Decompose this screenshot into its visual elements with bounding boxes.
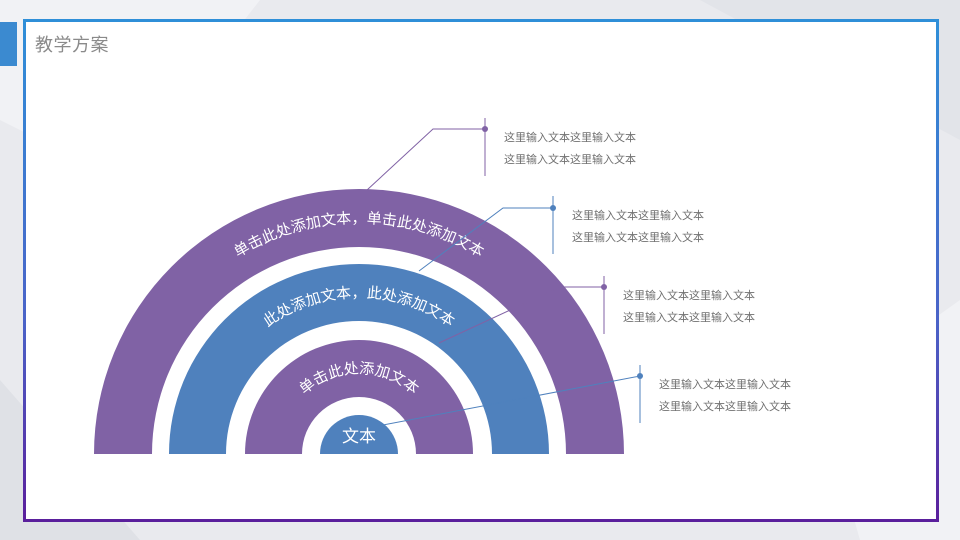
page-title: 教学方案 (35, 35, 109, 56)
note-text-2-2: 这里输入文本这里输入文本 (572, 231, 704, 244)
note-text-1-1: 这里输入文本这里输入文本 (504, 131, 636, 144)
arc-band-third (245, 340, 473, 454)
callout-connector (438, 276, 607, 344)
note-text-3-1: 这里输入文本这里输入文本 (623, 289, 755, 302)
note-text-4-1: 这里输入文本这里输入文本 (659, 378, 791, 391)
note-text-3-2: 这里输入文本这里输入文本 (623, 311, 755, 324)
note-text-2-1: 这里输入文本这里输入文本 (572, 209, 704, 222)
callout-connector (377, 365, 643, 427)
arc-label-center: 文本 (342, 427, 376, 447)
arc-band-center (320, 415, 398, 454)
arc-band-outer (94, 189, 624, 454)
callout-connector (418, 196, 556, 272)
note-text-4-2: 这里输入文本这里输入文本 (659, 400, 791, 413)
arc-band-second (169, 264, 549, 454)
note-text-1-2: 这里输入文本这里输入文本 (504, 153, 636, 166)
callout-connector (366, 118, 488, 191)
title-accent-bar (0, 22, 17, 66)
